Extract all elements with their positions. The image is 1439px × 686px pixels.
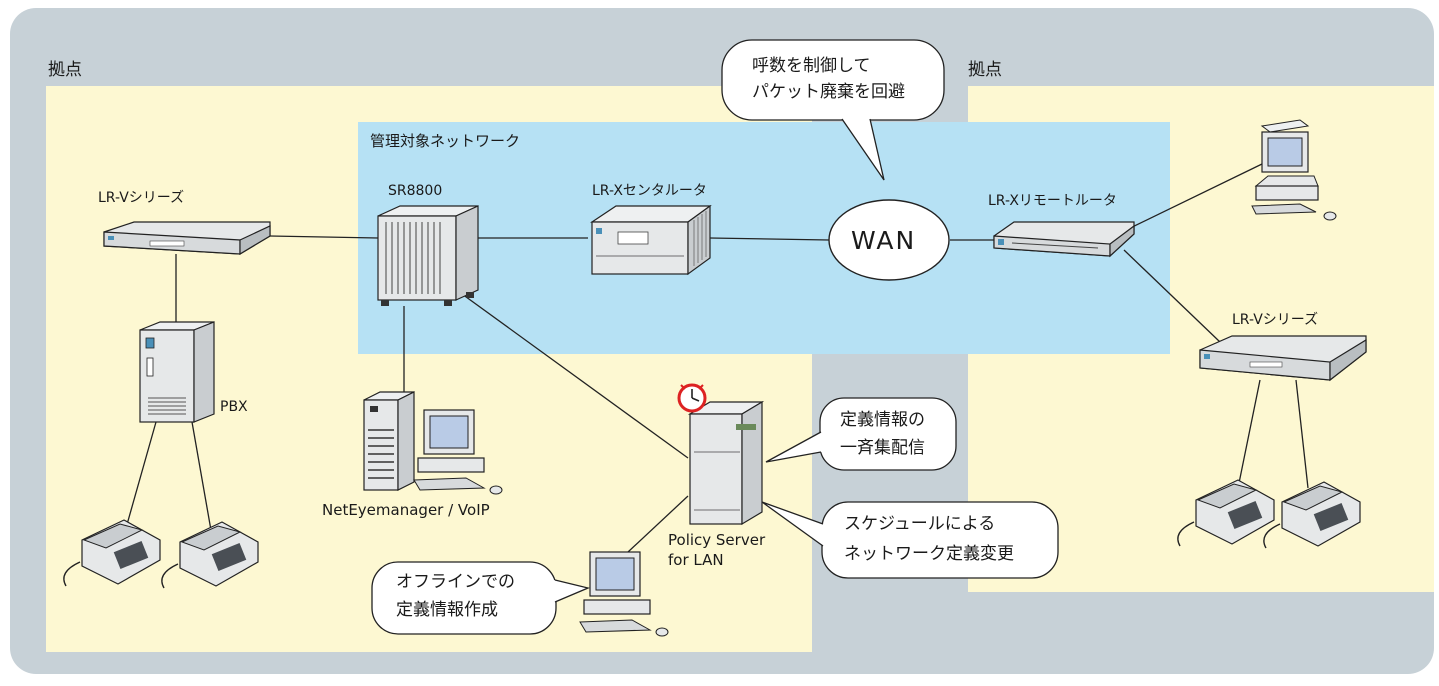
site-label-right: 拠点 <box>968 60 1002 80</box>
neteye-label: NetEyemanager / VoIP <box>322 501 490 519</box>
pbx-device <box>139 321 215 423</box>
connection-lines <box>125 163 1309 553</box>
neteye-pc <box>413 409 503 495</box>
link-lrx-remote-to-lrv-right <box>1123 249 1221 343</box>
callout-wan-line1: 呼数を制御して <box>752 56 871 76</box>
phone-right-1 <box>1177 479 1275 547</box>
callout-wan-line2: パケット廃棄を回避 <box>752 82 905 102</box>
callout-schedule-line1: スケジュールによる <box>844 514 996 534</box>
link-lrv-right-to-phone-1 <box>1237 379 1261 489</box>
link-lrx-center-to-wan <box>709 237 830 241</box>
lrx-center-device <box>590 204 712 276</box>
offline-pc <box>579 551 669 637</box>
link-sr8800-to-policy <box>461 293 689 459</box>
link-lrx-remote-to-pc <box>1121 163 1263 233</box>
lrv-left-label: LR-Vシリーズ <box>98 190 185 206</box>
wan-label: WAN <box>851 226 917 255</box>
phone-left-2 <box>161 521 259 589</box>
policy-server <box>687 400 765 526</box>
phone-right-2 <box>1263 481 1361 549</box>
link-lrv-right-to-phone-2 <box>1295 379 1309 489</box>
sr8800-device <box>377 205 479 306</box>
callout-definition-line2: 一斉集配信 <box>840 438 925 458</box>
callout-wan-bubble <box>721 39 945 181</box>
lrv-right-label: LR-Vシリーズ <box>1232 312 1319 328</box>
callout-offline-bubble <box>371 561 591 635</box>
pbx-label: PBX <box>220 399 248 415</box>
site-label-left: 拠点 <box>48 60 82 80</box>
callout-offline-line1: オフラインでの <box>396 572 515 592</box>
callout-definition-bubble <box>765 397 957 471</box>
lrv-left-device <box>103 221 271 256</box>
pc-right <box>1251 119 1337 221</box>
phone-left-1 <box>63 519 161 587</box>
lrv-right-device <box>1199 335 1367 382</box>
wan-cloud <box>828 199 950 281</box>
neteye-server <box>363 391 415 491</box>
lrx-remote-device <box>993 221 1135 258</box>
link-pbx-to-phone-1 <box>125 421 157 529</box>
link-lrv-left-to-sr8800 <box>269 235 379 239</box>
clock-icon <box>677 383 707 413</box>
sr8800-label: SR8800 <box>388 183 443 199</box>
callout-schedule-bubble <box>761 501 1059 579</box>
lrx-center-label: LR-Xセンタルータ <box>592 183 707 199</box>
callout-schedule-line2: ネットワーク定義変更 <box>844 544 1014 564</box>
link-policy-to-offline-pc <box>627 495 689 553</box>
managed-network-label: 管理対象ネットワーク <box>370 132 521 150</box>
policy-server-label-line1: Policy Server <box>668 531 766 549</box>
callout-offline-line2: 定義情報作成 <box>396 600 498 620</box>
link-pbx-to-phone-2 <box>191 421 213 537</box>
lrx-remote-label: LR-Xリモートルータ <box>988 193 1117 209</box>
policy-server-label-line2: for LAN <box>668 551 724 569</box>
callout-definition-line1: 定義情報の <box>840 410 925 430</box>
